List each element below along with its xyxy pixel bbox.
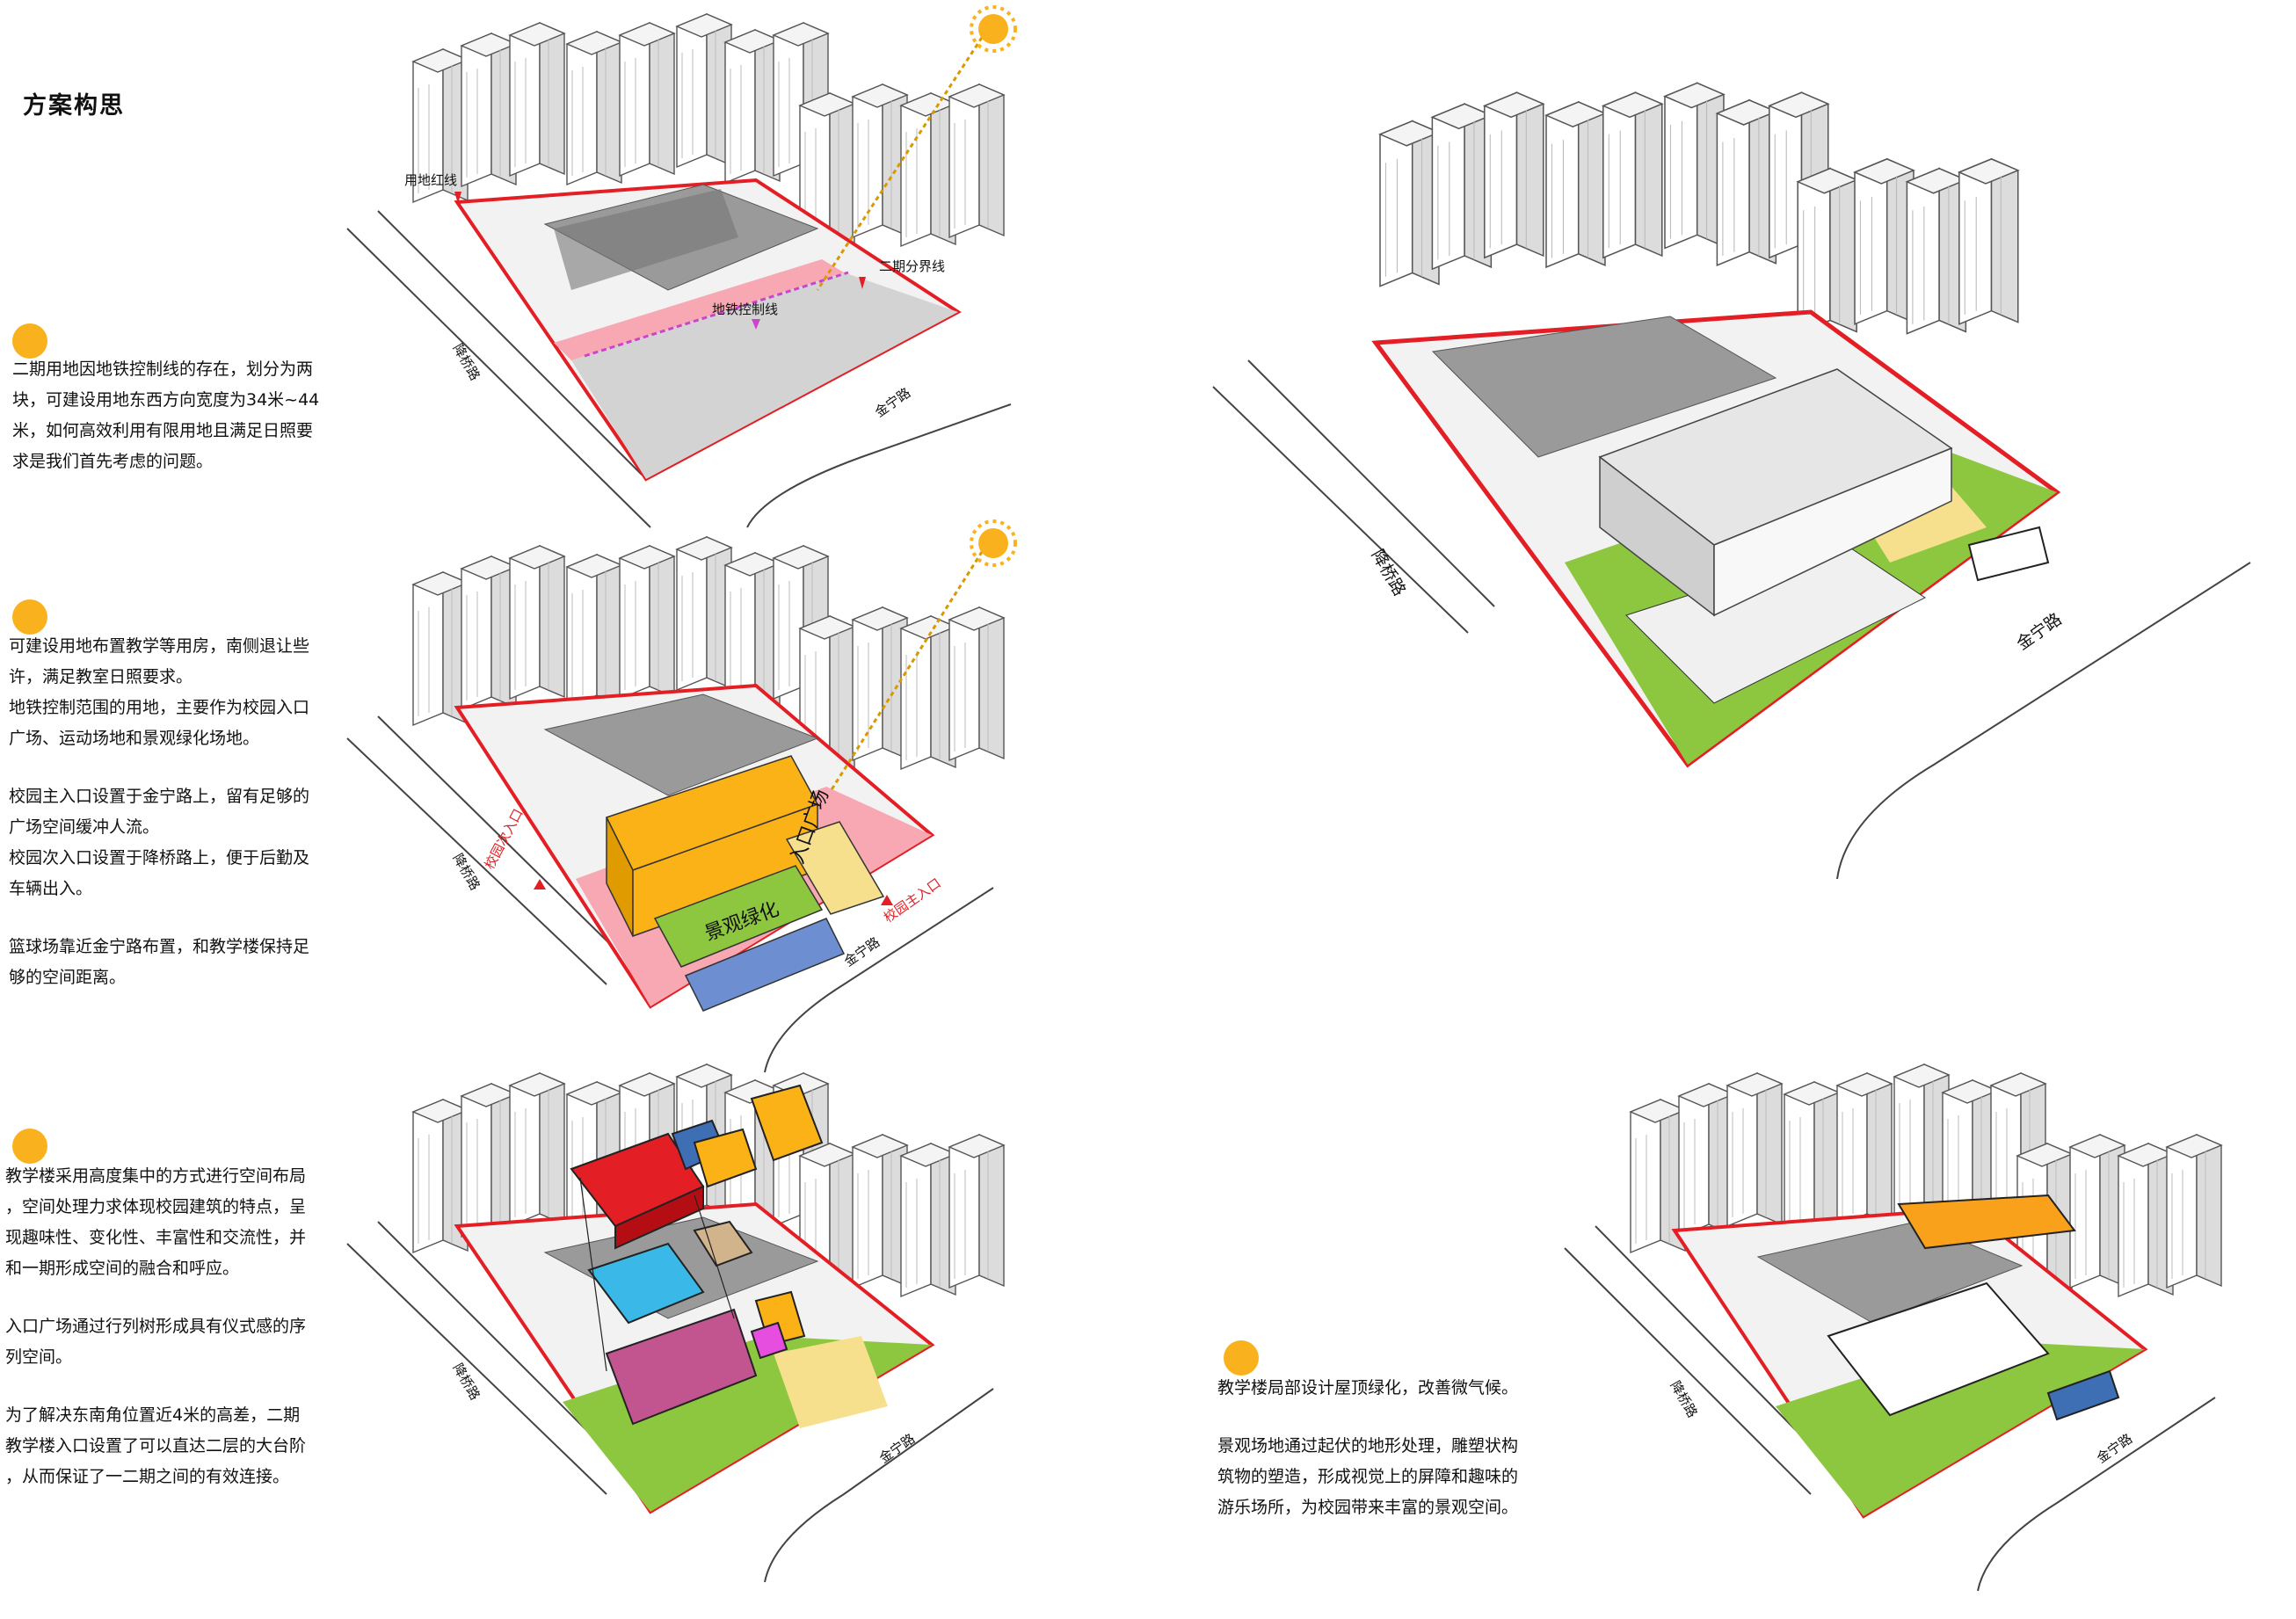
label-site-redline: 用地红线 xyxy=(404,172,457,188)
note-3: 教学楼采用高度集中的方式进行空间布局，空间处理力求体现校园建筑的特点，呈现趣味性… xyxy=(5,1166,307,1486)
note-2: 可建设用地布置教学等用房，南侧退让些许，满足教室日照要求。地铁控制范围的用地，主… xyxy=(9,636,310,987)
label-main-entry: 校园主入口 xyxy=(881,875,944,926)
page-title: 方案构思 xyxy=(23,92,125,120)
label-road-south: 金宁路 xyxy=(872,385,913,421)
bullet-dot xyxy=(12,599,47,635)
label-road-south: 金宁路 xyxy=(2094,1431,2135,1467)
bullet-dot xyxy=(12,1129,47,1164)
label-road-south: 金宁路 xyxy=(876,1431,918,1467)
diagram-4: 降桥路 金宁路 xyxy=(1212,83,2251,880)
bullet-dot xyxy=(1224,1340,1259,1376)
diagram-5: 降桥路 金宁路 xyxy=(1564,1064,2221,1592)
diagram-2: 景观绿化 入口广场 校园次入口 校园主入口 降桥路 金宁路 xyxy=(346,519,1017,1073)
label-road-south: 金宁路 xyxy=(2013,609,2065,654)
label-road-west: 降桥路 xyxy=(1368,547,1410,599)
label-road-west: 降桥路 xyxy=(1668,1378,1701,1420)
note-4: 教学楼局部设计屋顶绿化，改善微气候。 景观场地通过起伏的地形处理，雕塑状构筑物的… xyxy=(1217,1378,1519,1517)
bullet-dot xyxy=(12,323,47,359)
diagram-3: 降桥路 金宁路 xyxy=(346,1064,1004,1583)
label-road-west: 降桥路 xyxy=(450,1361,483,1403)
label-metro-line: 地铁控制线 xyxy=(712,301,778,317)
label-secondary-entry: 校园次入口 xyxy=(482,806,527,872)
diagram-1: 用地红线 二期分界线 地铁控制线 降桥路 金宁路 xyxy=(346,5,1017,528)
label-road-west: 降桥路 xyxy=(450,851,483,893)
label-road-west: 降桥路 xyxy=(450,341,483,383)
label-phase-boundary: 二期分界线 xyxy=(879,258,945,274)
